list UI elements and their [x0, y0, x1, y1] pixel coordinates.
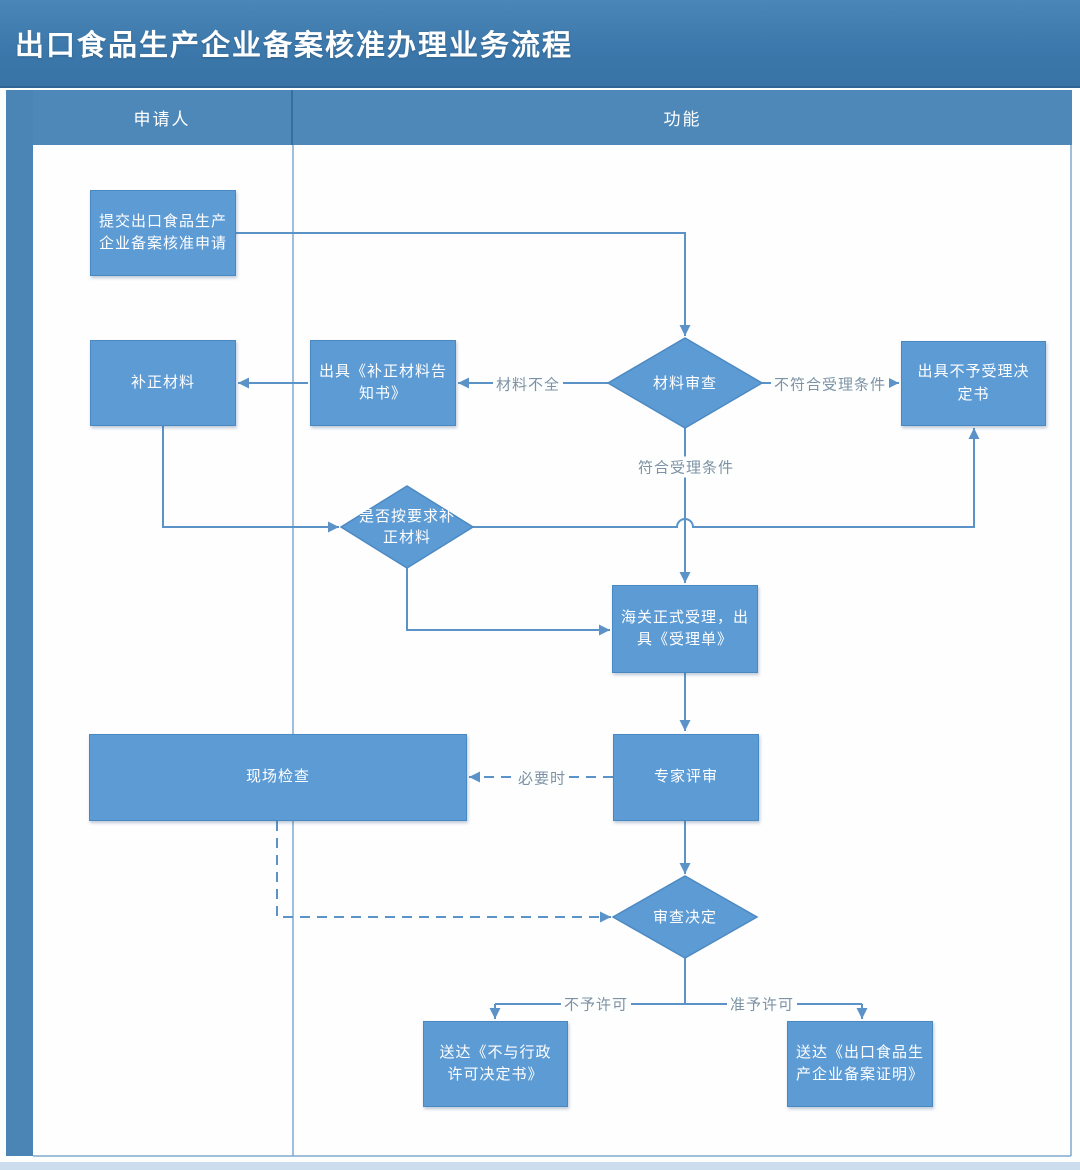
decision-diamonds	[339, 337, 764, 959]
edge-label-license-denied: 不予许可	[560, 993, 632, 1015]
node-supplement-materials-label: 补正材料	[130, 373, 195, 391]
diamond-review-decision	[611, 875, 759, 959]
connector-check-to-accept	[406, 568, 610, 636]
node-deliver-rejection: 送达《不与行政许可决定书》	[423, 1021, 568, 1107]
node-submit-application: 提交出口食品生产企业备案核准申请	[90, 190, 236, 276]
node-deliver-certificate-label: 送达《出口食品生产企业备案证明》	[796, 1043, 925, 1084]
connector-supplement-to-check	[162, 426, 339, 533]
node-submit-application-label: 提交出口食品生产企业备案核准申请	[99, 212, 228, 253]
node-issue-supplement-notice-label: 出具《补正材料告知书》	[319, 362, 448, 403]
node-deliver-rejection-label: 送达《不与行政许可决定书》	[439, 1043, 552, 1084]
node-supplement-materials: 补正材料	[90, 340, 236, 426]
connector-check-to-rejection	[473, 428, 980, 528]
edge-label-when-necessary: 必要时	[514, 767, 570, 789]
bottom-edge	[0, 1162, 1080, 1170]
edge-label-materials-incomplete: 材料不全	[492, 373, 564, 395]
lane-header-applicant: 申请人	[33, 90, 293, 145]
diamond-review-decision-label: 审查决定	[615, 902, 755, 932]
node-deliver-certificate: 送达《出口食品生产企业备案证明》	[787, 1021, 933, 1107]
page-title: 出口食品生产企业备案核准办理业务流程	[15, 30, 574, 62]
connectors	[162, 232, 980, 1019]
lane-label-applicant: 申请人	[133, 110, 191, 129]
edge-label-not-meet-conditions: 不符合受理条件	[770, 373, 890, 395]
node-issue-rejection-decision: 出具不予受理决定书	[901, 341, 1046, 426]
edge-label-meet-conditions: 符合受理条件	[634, 456, 738, 478]
connector-submit-to-review	[236, 232, 691, 336]
title-bar: 出口食品生产企业备案核准办理业务流程	[0, 0, 1080, 88]
edge-label-license-granted: 准予许可	[726, 993, 798, 1015]
node-issue-rejection-decision-label: 出具不予受理决定书	[917, 363, 1030, 403]
diamond-supplement-check-text: 是否按要求补正材料	[358, 508, 455, 546]
node-onsite-inspection: 现场检查	[89, 734, 467, 821]
lane-borders	[33, 145, 1072, 1157]
node-issue-supplement-notice: 出具《补正材料告知书》	[310, 340, 456, 426]
diamond-supplement-check	[339, 485, 475, 569]
node-expert-review: 专家评审	[613, 734, 759, 821]
diamond-supplement-check-label: 是否按要求补正材料	[357, 504, 457, 550]
node-customs-accept: 海关正式受理，出具《受理单》	[612, 585, 758, 673]
connector-onsite-to-decision	[276, 821, 611, 923]
node-customs-accept-label: 海关正式受理，出具《受理单》	[621, 608, 750, 649]
swimlane-body	[33, 145, 1072, 1156]
diamond-material-review-text: 材料审查	[652, 374, 717, 392]
lane-label-function: 功能	[663, 110, 702, 129]
lane-header-function: 功能	[293, 90, 1072, 145]
node-onsite-inspection-label: 现场检查	[245, 768, 310, 786]
swimlane-left-strip	[6, 90, 34, 1156]
diamond-review-decision-text: 审查决定	[652, 908, 717, 926]
diamond-material-review	[606, 337, 764, 429]
diamond-material-review-label: 材料审查	[615, 368, 755, 398]
node-expert-review-label: 专家评审	[653, 768, 718, 786]
